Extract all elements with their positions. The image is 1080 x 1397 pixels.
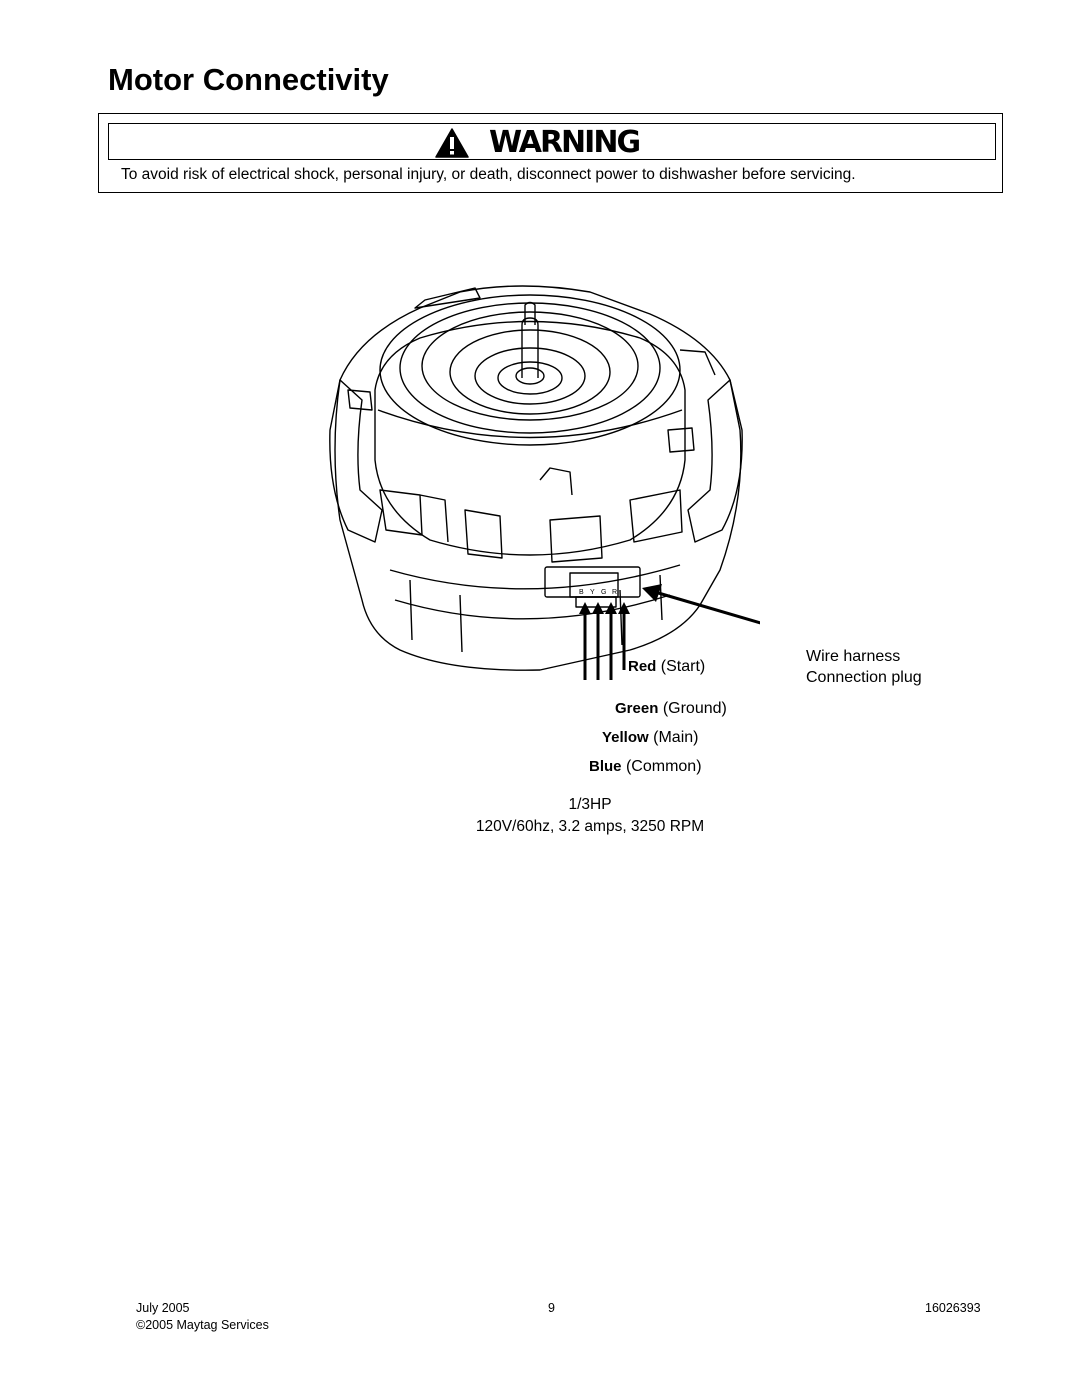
motor-spec-electrical: 120V/60hz, 3.2 amps, 3250 RPM [475,818,705,835]
warning-text: To avoid risk of electrical shock, perso… [121,166,856,183]
plug-pin-g: G [601,589,606,596]
wire-red-function: (Start) [660,658,706,675]
wire-yellow-name: Yellow [602,729,649,746]
motor-spec: 1/3HP 120V/60hz, 3.2 amps, 3250 RPM [430,794,750,838]
page-title: Motor Connectivity [108,62,389,97]
wire-yellow-function: (Main) [653,729,699,746]
wire-blue-function: (Common) [625,758,702,775]
warning-triangle-icon [435,128,469,158]
warning-header: WARNING [108,123,996,160]
wire-blue-name: Blue [589,758,622,775]
plug-pin-y: Y [590,589,595,596]
footer-page-number: 9 [548,1301,555,1315]
harness-label-line2: Connection plug [806,669,922,686]
wire-label-green: Green (Ground) [615,700,727,718]
warning-box: WARNING To avoid risk of electrical shoc… [98,113,1003,193]
harness-label-line1: Wire harness [806,648,901,665]
footer-copyright: ©2005 Maytag Services [136,1318,269,1332]
wire-label-blue: Blue (Common) [589,758,702,776]
plug-pin-b: B [579,589,584,596]
warning-heading: WARNING [489,125,641,160]
harness-label: Wire harness Connection plug [806,646,922,688]
footer-date: July 2005 [136,1301,190,1315]
wire-green-name: Green [615,700,659,717]
wire-green-function: (Ground) [662,700,727,717]
wire-red-name: Red [628,658,657,675]
wire-label-yellow: Yellow (Main) [602,729,698,747]
motor-spec-power: 1/3HP [568,796,612,813]
wire-label-red: Red (Start) [628,658,705,676]
plug-pin-r: R [612,589,617,596]
motor-illustration: B Y G R [329,285,760,680]
footer-doc-number: 16026393 [925,1301,981,1315]
